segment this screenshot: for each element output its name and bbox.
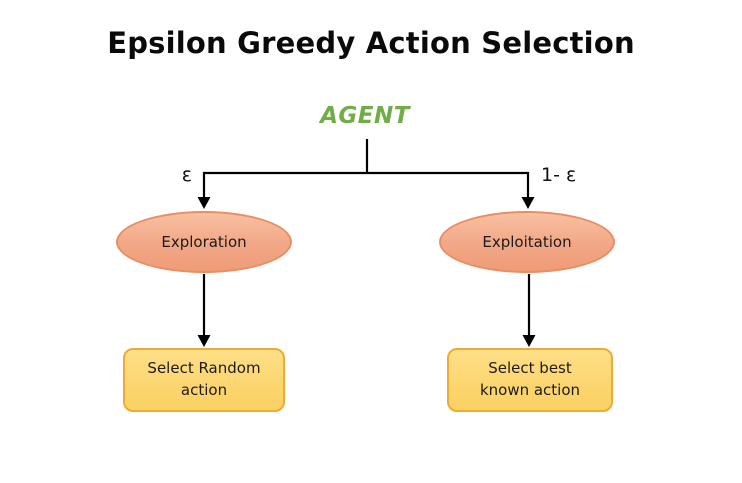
epsilon-label: ε [181,164,192,186]
left-branch-arrowhead-icon [197,197,211,209]
right-branch-arrowhead-icon [521,197,535,209]
exploitation-to-action-arrowhead-icon [522,335,536,347]
select-best-action-box: Select best known action [447,348,613,412]
select-random-action-line-2: action [180,381,228,399]
exploration-node-label: Exploration [161,233,247,251]
agent-label: AGENT [320,103,410,129]
exploitation-node: Exploitation [439,211,615,273]
page-title: Epsilon Greedy Action Selection [107,26,635,60]
one-minus-epsilon-label: 1- ε [541,164,577,186]
exploration-to-action-arrowhead-icon [197,335,211,347]
select-random-action-box: Select Random action [123,348,285,412]
select-best-action-line-1: Select best [488,359,572,378]
exploration-node: Exploration [116,211,292,273]
select-random-action-line-1: Select Random [147,359,261,378]
select-best-action-line-2: known action [479,381,581,399]
exploitation-node-label: Exploitation [482,233,572,251]
